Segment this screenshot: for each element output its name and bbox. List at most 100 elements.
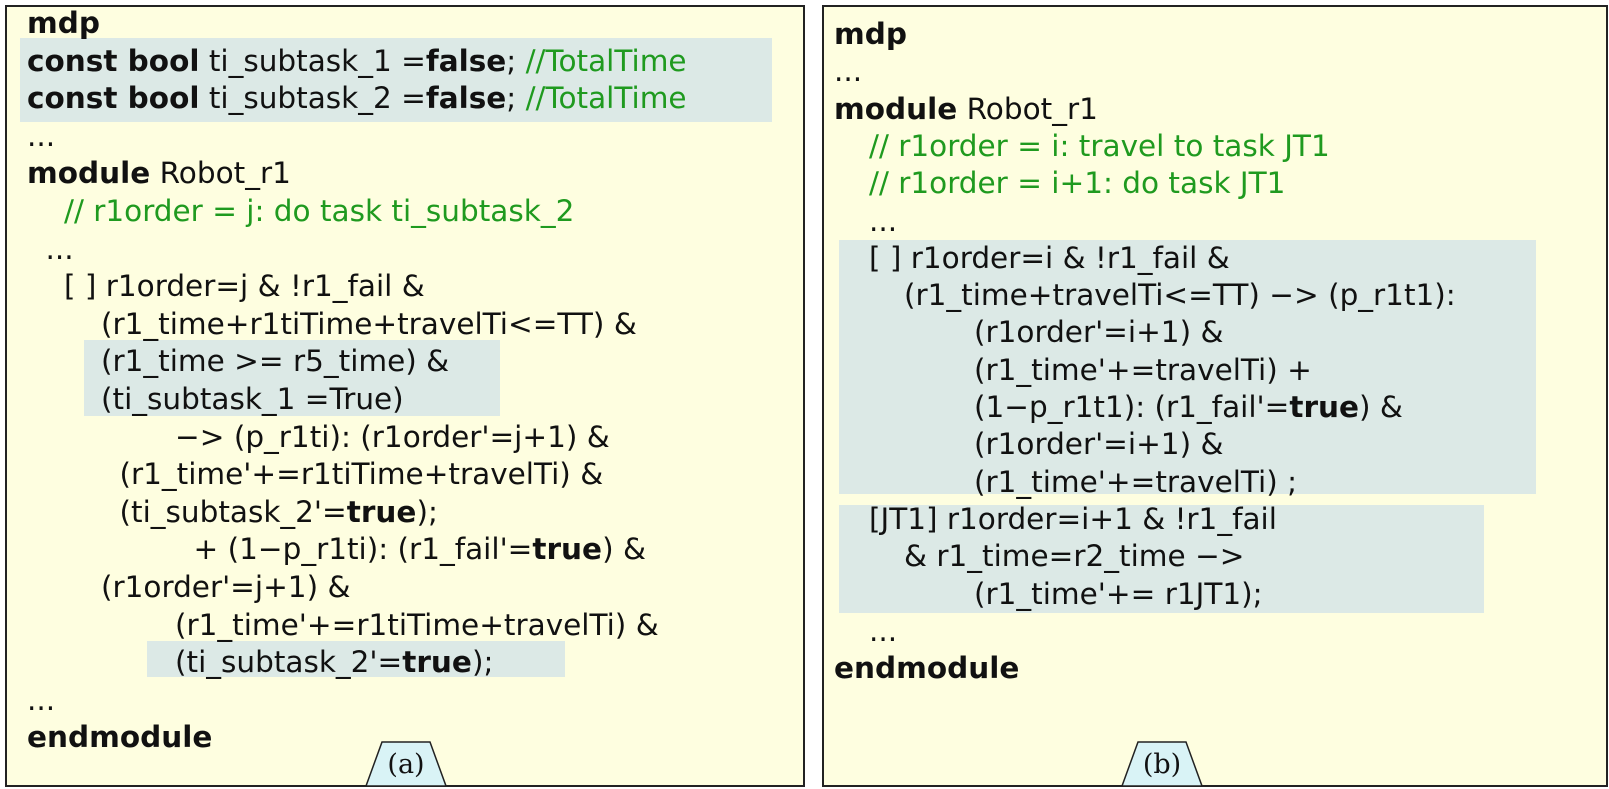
- panel-a-label: (a): [387, 748, 425, 780]
- code-line: ...: [869, 202, 897, 240]
- code-comment: //TotalTime: [525, 43, 687, 78]
- code-keyword: true: [346, 494, 417, 529]
- code-line: (r1_time'+=r1tiTime+travelTi) &: [120, 455, 604, 493]
- code-text: ;: [506, 81, 526, 116]
- code-comment: // r1order = j: do task ti_subtask_2: [64, 194, 575, 228]
- code-text: ...: [834, 54, 863, 89]
- code-line: (1−p_r1t1): (r1_fail'=true) &: [974, 388, 1403, 426]
- code-text: [ ] r1order=i & !r1_fail &: [869, 240, 1230, 275]
- code-text: (r1order'=j+1) &: [101, 570, 351, 604]
- code-line: (r1order'=i+1) &: [974, 313, 1223, 351]
- code-text: ...: [27, 118, 56, 153]
- code-keyword: mdp: [27, 6, 100, 40]
- code-text: ti_subtask_2 =: [199, 81, 426, 116]
- code-line: (r1order'=j+1) &: [101, 568, 350, 606]
- code-line: [JT1] r1order=i+1 & !r1_fail: [869, 500, 1277, 538]
- code-text: (ti_subtask_2'=: [175, 645, 403, 680]
- code-text: (r1_time+travelTi<=TT) −> (p_r1t1):: [904, 278, 1456, 313]
- code-line: ...: [869, 612, 897, 650]
- code-comment: // r1order = i+1: do task JT1: [869, 166, 1286, 201]
- code-keyword: const bool: [27, 81, 200, 116]
- code-keyword: mdp: [834, 17, 907, 51]
- code-keyword: endmodule: [834, 651, 1020, 686]
- code-keyword: endmodule: [27, 720, 213, 755]
- code-text: (1−p_r1t1): (r1_fail'=: [974, 390, 1290, 424]
- code-panel-b: mdp...module Robot_r1// r1order = i: tra…: [822, 5, 1608, 787]
- code-text: (r1_time >= r5_time) &: [101, 344, 450, 379]
- code-keyword: const bool: [27, 43, 200, 78]
- highlight-const-decls: [20, 38, 772, 122]
- code-line: + (1−p_r1ti): (r1_fail'=true) &: [194, 530, 646, 568]
- code-text: & r1_time=r2_time −>: [904, 539, 1245, 574]
- code-line: const bool ti_subtask_2 =false; //TotalT…: [27, 79, 687, 117]
- code-line: (ti_subtask_2'=true);: [120, 493, 438, 531]
- code-line: (r1_time'+= r1JT1);: [974, 575, 1263, 613]
- code-text: ...: [45, 231, 74, 266]
- code-line: endmodule: [834, 649, 1019, 687]
- code-text: (r1_time'+=r1tiTime+travelTi) &: [119, 457, 604, 492]
- code-text: (r1order'=i+1) &: [974, 315, 1224, 350]
- code-line: (r1_time+r1tiTime+travelTi<=TT) &: [101, 305, 637, 343]
- code-line: ...: [27, 117, 55, 155]
- code-line: // r1order = i: travel to task JT1: [869, 127, 1330, 165]
- code-text: −> (p_r1ti): (r1order'=j+1) &: [175, 419, 610, 454]
- code-comment: //TotalTime: [525, 81, 687, 116]
- code-line: (r1_time'+=r1tiTime+travelTi) &: [175, 606, 659, 644]
- code-line: (r1_time'+=travelTi) ;: [974, 463, 1297, 501]
- code-text: );: [471, 645, 494, 680]
- code-text: [ ] r1order=j & !r1_fail &: [64, 269, 425, 304]
- code-line: & r1_time=r2_time −>: [904, 537, 1245, 575]
- code-line: ...: [834, 52, 862, 90]
- code-line: [ ] r1order=i & !r1_fail &: [869, 239, 1230, 277]
- code-text: [JT1] r1order=i+1 & !r1_fail: [869, 501, 1277, 536]
- code-keyword: module: [27, 156, 151, 191]
- code-line: [ ] r1order=j & !r1_fail &: [64, 267, 425, 305]
- code-line: endmodule: [27, 718, 212, 756]
- code-line: ...: [46, 230, 74, 268]
- code-line: const bool ti_subtask_1 =false; //TotalT…: [27, 42, 687, 80]
- code-line: (r1_time+travelTi<=TT) −> (p_r1t1):: [904, 276, 1456, 314]
- code-text: Robot_r1: [957, 91, 1098, 126]
- code-line: (ti_subtask_1 =True): [101, 380, 404, 418]
- code-text: (ti_subtask_1 =True): [101, 382, 404, 416]
- panel-b-tab: (b): [1121, 741, 1203, 787]
- code-text: ) &: [602, 532, 646, 567]
- code-text: (r1_time'+= r1JT1);: [974, 576, 1263, 611]
- code-line: (r1_time'+=travelTi) +: [974, 351, 1312, 389]
- code-line: module Robot_r1: [834, 90, 1098, 128]
- code-text: (ti_subtask_2'=: [119, 494, 347, 529]
- code-text: ;: [506, 43, 526, 78]
- highlight-guard-conditions: [84, 340, 500, 416]
- code-text: (r1_time'+=travelTi) ;: [974, 464, 1298, 499]
- code-text: ...: [869, 613, 898, 648]
- code-text: (r1_time+r1tiTime+travelTi<=TT) &: [101, 306, 637, 341]
- code-line: (r1order'=i+1) &: [974, 425, 1223, 463]
- code-line: ...: [27, 681, 55, 719]
- code-line: // r1order = j: do task ti_subtask_2: [64, 192, 574, 230]
- code-line: mdp: [27, 4, 100, 42]
- code-text: + (1−p_r1ti): (r1_fail'=: [193, 532, 533, 567]
- code-keyword: true: [1289, 390, 1360, 424]
- code-line: (ti_subtask_2'=true);: [175, 643, 493, 681]
- code-line: module Robot_r1: [27, 154, 291, 192]
- code-keyword: true: [402, 645, 472, 680]
- code-text: (r1order'=i+1) &: [974, 427, 1224, 462]
- code-keyword: false: [425, 81, 507, 116]
- code-text: ...: [869, 203, 898, 238]
- highlight-travel-command: [839, 240, 1536, 494]
- code-keyword: module: [834, 91, 958, 126]
- code-comment: // r1order = i: travel to task JT1: [869, 128, 1330, 163]
- panel-b-label: (b): [1142, 748, 1182, 780]
- code-text: ti_subtask_1 =: [199, 43, 426, 78]
- code-text: ) &: [1359, 390, 1403, 424]
- code-text: ...: [27, 682, 56, 717]
- code-line: −> (p_r1ti): (r1order'=j+1) &: [175, 418, 610, 456]
- tab-shape-icon: [1121, 741, 1203, 787]
- highlight-sync-command: [839, 505, 1484, 613]
- tab-shape-icon: [365, 741, 447, 787]
- code-text: Robot_r1: [150, 156, 291, 191]
- code-line: (r1_time >= r5_time) &: [101, 342, 449, 380]
- panel-a-tab: (a): [365, 741, 447, 787]
- highlight-subtask-update: [147, 641, 565, 677]
